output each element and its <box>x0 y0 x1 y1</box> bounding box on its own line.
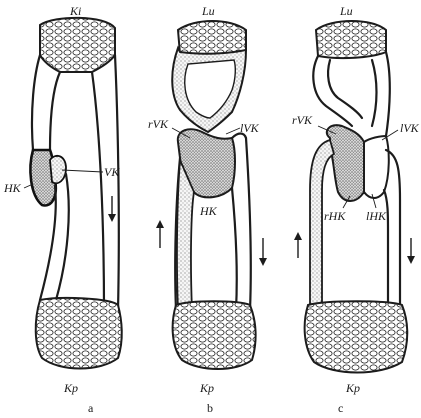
lung-capillary-net-b <box>178 21 246 55</box>
flow-arrow-icon <box>407 238 415 264</box>
panel-caption-c: c <box>338 401 343 415</box>
panel-caption-b: b <box>207 401 213 415</box>
organ-label-bottom-b: Kp <box>199 381 214 395</box>
label-hk-b: HK <box>199 204 218 218</box>
leader-vk-a <box>62 170 103 172</box>
panel-c: Lu rVK lVK rHK lHK Kp c <box>292 4 420 415</box>
aorta-b-inner <box>232 188 237 310</box>
right-heart-c <box>327 125 364 201</box>
pulmonary-vein-c-outer <box>386 52 390 136</box>
dorsal-aorta-a-inner <box>92 72 104 310</box>
panel-a: Ki VK HK Kp a <box>3 4 122 415</box>
flow-arrow-icon <box>156 220 164 248</box>
pulmonary-vein-c-inner <box>372 60 377 126</box>
left-heart-c <box>364 136 389 198</box>
dorsal-aorta-a <box>115 55 119 310</box>
organ-label-top-a: Ki <box>69 4 81 18</box>
panel-caption-a: a <box>88 401 94 415</box>
label-hk-a: HK <box>3 181 22 195</box>
label-rvk-c: rVK <box>292 113 313 127</box>
flow-arrow-icon <box>294 232 302 258</box>
organ-label-bottom-a: Kp <box>63 381 78 395</box>
body-vein-a-inner <box>56 174 69 300</box>
pulmonary-loop-c-inner <box>328 60 362 118</box>
gill-capillary-net <box>40 18 115 72</box>
flow-arrow-icon <box>108 196 116 222</box>
panel-b: Lu rVK lVK HK Kp b <box>148 4 267 415</box>
body-capillary-net-c <box>305 301 408 372</box>
afferent-vessel-a <box>32 55 40 150</box>
label-rhk-c: rHK <box>324 209 346 223</box>
aorta-b-outer <box>246 138 251 310</box>
label-vk-a: VK <box>104 165 120 179</box>
venous-sinus-a <box>50 156 66 183</box>
body-vein-c <box>310 140 334 310</box>
leader-lvk-c <box>382 130 398 140</box>
label-lhk-c: lHK <box>366 209 387 223</box>
afferent-vessel-a-inner <box>50 72 60 150</box>
organ-label-bottom-c: Kp <box>345 381 360 395</box>
organ-label-top-c: Lu <box>339 4 353 18</box>
label-lvk-b: lVK <box>240 121 260 135</box>
lung-capillary-net-c <box>316 21 386 58</box>
body-capillary-net-a <box>36 298 122 369</box>
body-capillary-net-b <box>173 301 256 369</box>
organ-label-top-b: Lu <box>201 4 215 18</box>
label-lvk-c: lVK <box>400 121 420 135</box>
flow-arrow-icon <box>259 238 267 266</box>
label-rvk-b: rVK <box>148 117 169 131</box>
